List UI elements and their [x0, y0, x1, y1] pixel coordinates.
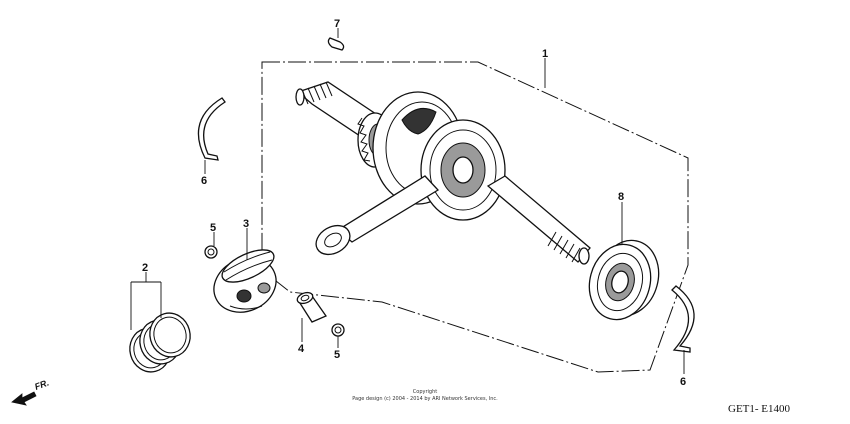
copyright-line: Page design (c) 2004 - 2014 by ARI Netwo…: [352, 396, 498, 402]
front-marker-label: FR.: [33, 378, 50, 392]
callout-2: 2: [142, 262, 148, 274]
leader-lines: [130, 28, 685, 374]
copyright-title: Copyright: [413, 389, 437, 395]
piston[interactable]: [205, 243, 285, 322]
circlip-left[interactable]: [197, 97, 226, 161]
crankshaft-bearing[interactable]: [581, 234, 667, 327]
callout-5-lower: 5: [334, 349, 340, 361]
piston-pin-clip-upper[interactable]: [204, 245, 218, 259]
callout-8: 8: [618, 191, 624, 203]
callout-7: 7: [334, 18, 340, 30]
callout-3: 3: [243, 218, 249, 230]
piston-rings[interactable]: [125, 309, 195, 377]
crankshaft[interactable]: [295, 81, 591, 265]
front-arrow-icon: [11, 391, 37, 406]
diagram-code: GET1- E1400: [728, 403, 791, 415]
circlip-right[interactable]: [671, 285, 695, 353]
callout-4: 4: [298, 343, 305, 355]
callout-5-upper: 5: [210, 222, 216, 234]
callout-6-left: 6: [201, 175, 207, 187]
piston-pin[interactable]: [296, 291, 327, 323]
piston-pin-clip-lower[interactable]: [331, 323, 345, 337]
callout-6-right: 6: [680, 376, 686, 388]
woodruff-key[interactable]: [327, 37, 345, 51]
callout-1: 1: [542, 48, 548, 60]
